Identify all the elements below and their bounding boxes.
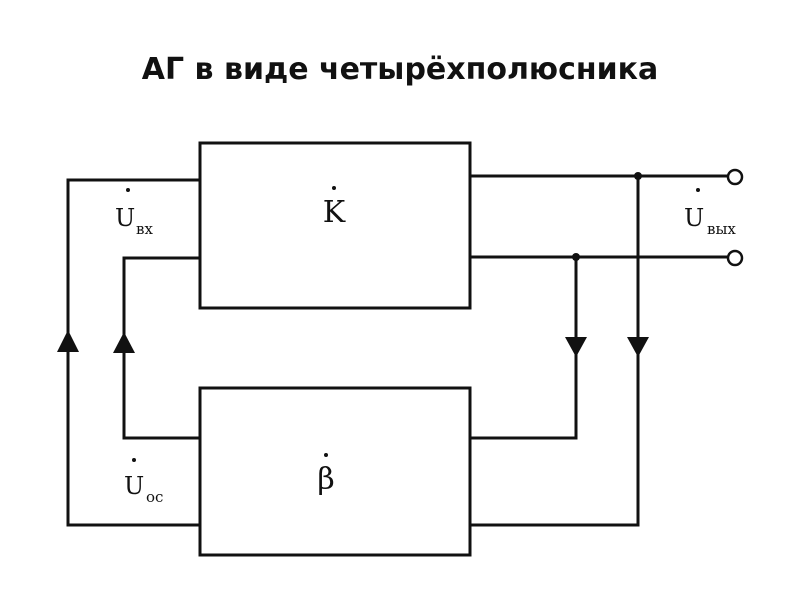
- arrow-up-inner-icon: [113, 332, 135, 353]
- slide-title: АГ в виде четырёхполюсника: [141, 52, 659, 87]
- input-voltage-label: U вх: [115, 188, 153, 238]
- junction-dot-bottom: [572, 253, 580, 261]
- feedback-voltage-subscript: ос: [146, 488, 163, 506]
- inner-loop-wire: [122, 256, 200, 440]
- feedback-label-text: β: [317, 462, 334, 497]
- junction-dot-top: [634, 172, 642, 180]
- tap-wire-outer: [470, 176, 640, 527]
- amplifier-block: [198, 141, 472, 310]
- output-voltage-base: U: [684, 204, 704, 232]
- feedback-voltage-base: U: [124, 472, 144, 500]
- amplifier-label-dot: [332, 186, 336, 190]
- feedback-label-dot: [324, 453, 328, 457]
- output-voltage-subscript: вых: [707, 220, 736, 238]
- output-voltage-dot: [696, 188, 700, 192]
- arrow-up-outer-icon: [57, 330, 79, 352]
- output-voltage-label: U вых: [684, 188, 736, 238]
- arrow-down-outer-icon: [627, 337, 649, 357]
- output-terminal-top: [726, 168, 744, 186]
- feedback-voltage-label: U ос: [124, 458, 163, 506]
- input-voltage-base: U: [115, 204, 135, 232]
- feedback-block: [198, 386, 472, 557]
- feedback-label: β: [317, 453, 335, 497]
- input-voltage-dot: [126, 188, 130, 192]
- output-terminal-bottom: [726, 249, 744, 267]
- arrow-down-inner-icon: [565, 337, 587, 357]
- amplifier-label: K: [323, 186, 346, 230]
- outer-loop-wire: [66, 178, 200, 527]
- amplifier-label-text: K: [323, 195, 346, 230]
- feedback-voltage-dot: [132, 458, 136, 462]
- tap-wire-inner: [470, 257, 578, 440]
- input-voltage-subscript: вх: [136, 220, 153, 238]
